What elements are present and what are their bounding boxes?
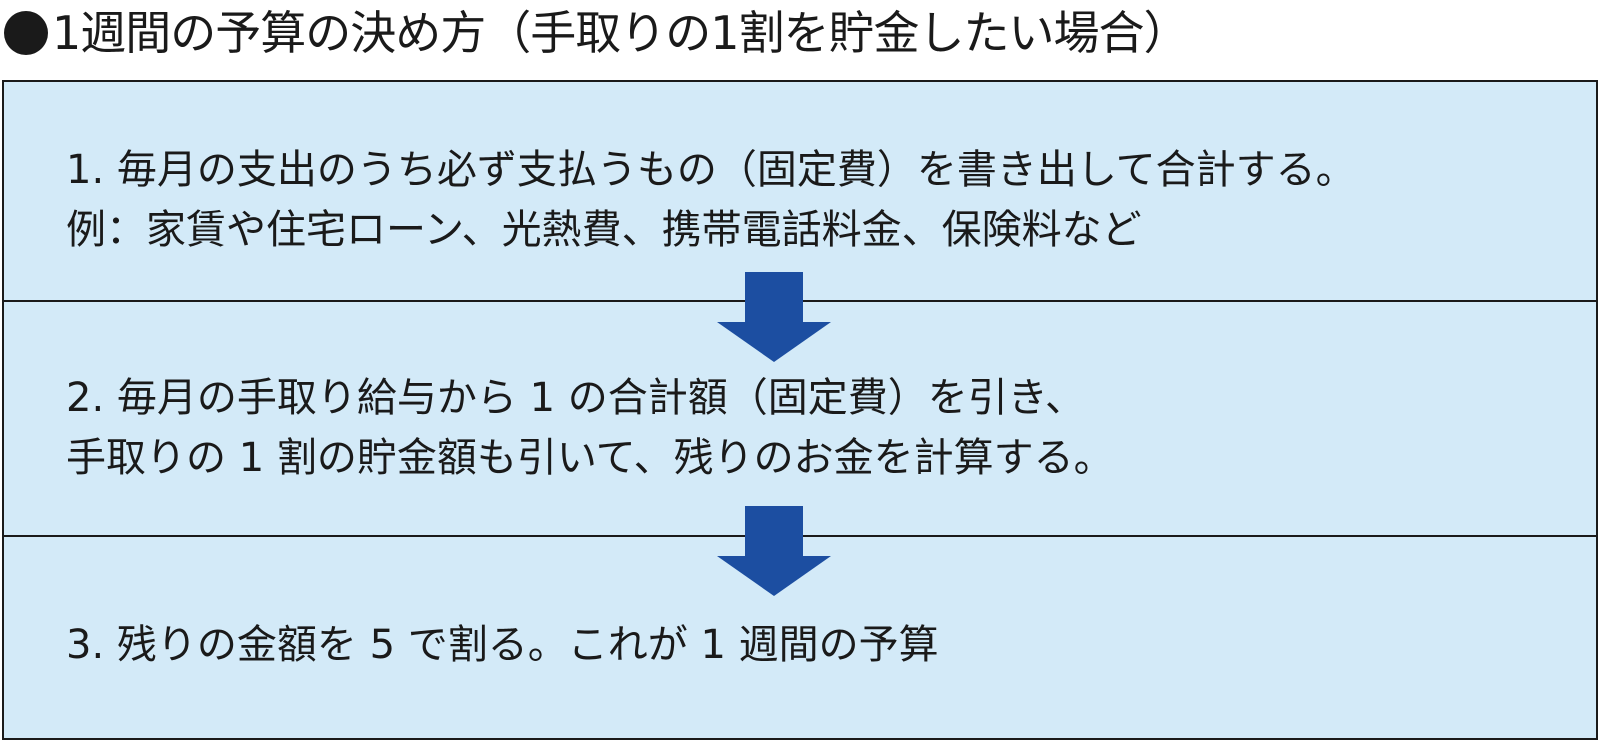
step-3-line-1: 3. 残りの金額を 5 で割る。これが 1 週間の予算 bbox=[66, 622, 939, 668]
step-2-line-2: 手取りの 1 割の貯金額も引いて、残りのお金を計算する。 bbox=[66, 435, 1114, 481]
step-1-line-2: 例：家賃や住宅ローン、光熱費、携帯電話料金、保険料など bbox=[66, 207, 1142, 253]
step-2-text: 2. 毎月の手取り給与から 1 の合計額（固定費）を引き、 手取りの 1 割の貯… bbox=[66, 368, 1114, 488]
flow-container: 1. 毎月の支出のうち必ず支払うもの（固定費）を書き出して合計する。 例：家賃や… bbox=[2, 80, 1598, 740]
step-1-text: 1. 毎月の支出のうち必ず支払うもの（固定費）を書き出して合計する。 例：家賃や… bbox=[66, 140, 1356, 260]
step-3-text: 3. 残りの金額を 5 で割る。これが 1 週間の予算 bbox=[66, 615, 939, 675]
step-2-line-1: 2. 毎月の手取り給与から 1 の合計額（固定費）を引き、 bbox=[66, 375, 1085, 421]
title-text: 1週間の予算の決め方（手取りの1割を貯金したい場合） bbox=[52, 6, 1190, 60]
title-bullet-icon bbox=[4, 11, 48, 55]
step-1-line-1: 1. 毎月の支出のうち必ず支払うもの（固定費）を書き出して合計する。 bbox=[66, 147, 1356, 193]
diagram-title: 1週間の予算の決め方（手取りの1割を貯金したい場合） bbox=[4, 0, 1190, 66]
